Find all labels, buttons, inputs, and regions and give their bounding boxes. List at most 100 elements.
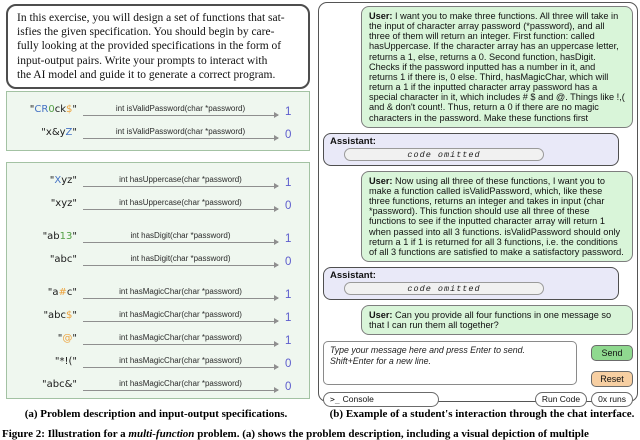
arrow-line [83, 239, 279, 245]
function-arrow: int hasDigit(char *password) [83, 254, 279, 268]
input-string-segment: " [72, 127, 77, 138]
user-message: User: Now using all three of these funct… [361, 170, 633, 262]
spec-group: "Xyz" int hasUppercase(char *password) 1 "x… [13, 169, 301, 215]
output-value: 1 [285, 232, 292, 245]
function-arrow: int hasDigit(char *password) [83, 230, 279, 245]
figure-caption: Figure 2: Illustration for a multi-funct… [2, 428, 640, 440]
problem-description-box: In this exercise, you will design a set … [6, 4, 310, 90]
user-message-label: User: [369, 175, 396, 186]
output-value: 1 [285, 105, 292, 118]
function-arrow: int hasMagicChar(char *password) [83, 309, 279, 324]
input-string: "x&yZ" [13, 127, 77, 138]
function-arrow: int hasMagicChar(char *password) [83, 356, 279, 370]
input-string-segment: 0 [48, 104, 55, 115]
input-string-segment: "ab [42, 231, 60, 242]
figure-caption-prefix: Figure 2: Illustration for a [2, 428, 129, 440]
function-arrow: int isValidPassword(char *password) [83, 127, 279, 141]
spec-row: "xyz" int hasUppercase(char *password) 0 [13, 192, 301, 215]
caption-a: (a) Problem description and input-output… [24, 408, 288, 420]
spec-group: "ab13" int hasDigit(char *password) 1 "abc"… [13, 225, 301, 271]
function-signature: int hasDigit(char *password) [130, 230, 231, 240]
arrow-line [83, 295, 279, 301]
user-message: User: I want you to make three functions… [361, 6, 633, 128]
console-toggle[interactable]: >_Console [323, 392, 439, 408]
assistant-message: Assistant:code omitted [323, 266, 619, 300]
function-signature: int isValidPassword(char *password) [115, 103, 246, 113]
input-string-segment: "xyz" [50, 198, 77, 209]
input-string-segment: $ [66, 310, 73, 321]
input-string-segment: $ [66, 104, 73, 115]
description-line: input-output pairs. Write your prompts t… [17, 54, 268, 67]
run-code-button[interactable]: Run Code [534, 392, 588, 408]
arrow-line [83, 183, 279, 189]
input-string-segment: ck [54, 104, 67, 115]
function-signature: int hasUppercase(char *password) [119, 174, 242, 184]
input-string-segment: " [72, 231, 77, 242]
input-string: "abc" [13, 254, 77, 265]
input-string-segment: " [72, 310, 77, 321]
terminal-prompt-icon: >_ [330, 395, 340, 405]
arrow-line [83, 262, 279, 268]
output-value: 0 [285, 199, 292, 212]
input-string: "xyz" [13, 198, 77, 209]
spec-row: "*!("int hasMagicChar(char *password)0 [13, 350, 301, 373]
input-string-segment: " [49, 175, 55, 186]
reset-button[interactable]: Reset [591, 371, 633, 388]
input-string-segment: 13 [59, 231, 73, 242]
output-value: 0 [285, 255, 292, 268]
input-string-segment: " [29, 104, 35, 115]
input-string: "CR0ck$" [13, 104, 77, 115]
assistant-message: Assistant:code omitted [323, 132, 619, 166]
description-line: In this exercise, you will design a set … [17, 12, 285, 24]
input-string-segment: yz" [61, 175, 77, 186]
spec-row: "x&yZ" int isValidPassword(char *password… [13, 121, 301, 144]
spec-row: "CR0ck$"int isValidPassword(char *passwo… [13, 98, 301, 121]
input-string-segment: "abc&" [42, 379, 77, 390]
assistant-message-label: Assistant: [330, 269, 376, 281]
arrow-line [83, 206, 279, 212]
assistant-message-label: Assistant: [330, 135, 376, 147]
figure-caption-italic: multi-function [128, 428, 195, 440]
description-line: fully looking at the provided specificat… [17, 40, 282, 53]
caption-b: (b) Example of a student's interaction t… [329, 408, 635, 420]
user-message-label: User: [369, 11, 396, 21]
function-signature: int hasMagicChar(char *password) [119, 286, 242, 296]
chat-button-column: Send Reset [577, 341, 633, 388]
input-string-segment: "abc [43, 310, 67, 321]
spec-row: "@"int hasMagicChar(char *password)1 [13, 327, 301, 350]
spec-row: "abc" int hasDigit(char *password) 0 [13, 248, 301, 271]
input-string: "abc$" [13, 310, 77, 321]
output-value: 1 [285, 176, 292, 189]
input-string-segment: # [58, 287, 67, 298]
spec-row: "a#c"int hasMagicChar(char *password)1 [13, 281, 301, 304]
spec-row: "abc&"int hasMagicChar(char *password)0 [13, 373, 301, 396]
input-string-segment: " [57, 333, 63, 344]
user-message-label: User: [369, 309, 396, 320]
console-label: Console [342, 394, 374, 405]
input-string-segment: CR [34, 104, 49, 115]
code-omitted-pill: code omitted [344, 147, 544, 161]
function-arrow: int hasUppercase(char *password) [83, 198, 279, 212]
output-value: 0 [285, 128, 292, 141]
output-value: 1 [285, 334, 292, 347]
input-string: "abc&" [13, 379, 77, 390]
input-string-segment: X [54, 175, 62, 186]
spec-row: "abc$"int hasMagicChar(char *password)1 [13, 304, 301, 327]
input-string-segment: "abc" [49, 254, 77, 265]
input-string: "@" [13, 333, 77, 344]
input-string-segment: @ [62, 333, 73, 344]
input-string-segment: " [72, 333, 77, 344]
chat-interface-panel: User: I want you to make three functions… [318, 2, 638, 408]
input-string: "a#c" [13, 287, 77, 298]
arrow-line [83, 364, 279, 370]
user-message: User: Can you provide all four functions… [361, 304, 633, 336]
spec-box-helper-functions: "Xyz"int hasUppercase(char *password)1"x… [6, 162, 310, 399]
output-value: 0 [285, 357, 292, 370]
message-input[interactable]: Type your message here and press Enter t… [323, 341, 577, 386]
figure-caption-suffix: problem. (a) shows the problem descripti… [194, 428, 589, 440]
function-signature: int hasMagicChar(char *password) [119, 309, 242, 319]
input-string-segment: " [72, 104, 77, 115]
runs-count-badge[interactable]: 0x runs [591, 392, 633, 408]
send-button[interactable]: Send [591, 345, 633, 362]
function-arrow: int hasMagicChar(char *password) [83, 379, 279, 393]
